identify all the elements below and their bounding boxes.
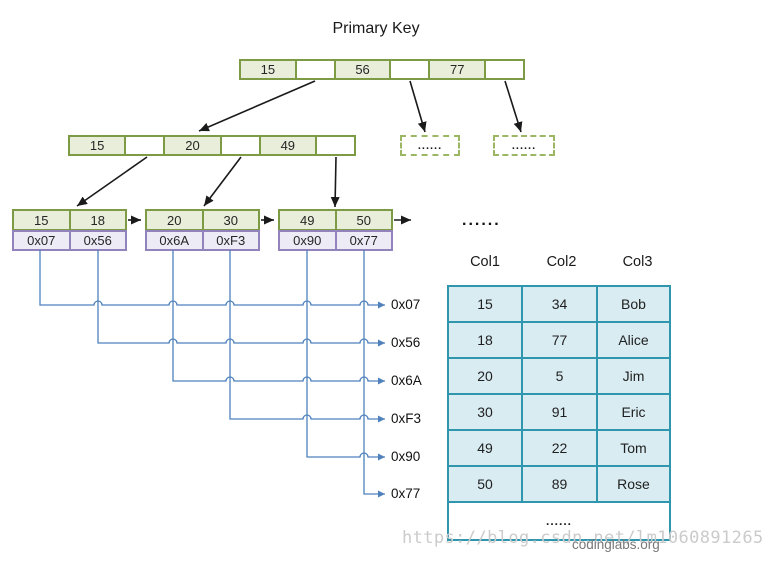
table-cell: 30: [447, 393, 523, 431]
diagram-title: Primary Key: [332, 20, 420, 37]
table-cell: 18: [447, 321, 523, 359]
leaf-key-cell: 50: [336, 211, 391, 229]
table-cell: Tom: [596, 429, 671, 467]
table-row-ellipsis: ......: [447, 501, 671, 541]
record-address-label: 0x56: [391, 335, 421, 350]
pointer-line-0x77: [363, 250, 385, 498]
record-address-label: 0x90: [391, 449, 421, 464]
leaf-key-cell: 49: [280, 211, 337, 229]
table-cell: 34: [521, 285, 598, 323]
root-node: 15 56 77: [239, 59, 525, 80]
dashed-node-ellipsis: ......: [400, 135, 460, 156]
leaf-node-3: 49 50 0x90 0x77: [278, 209, 393, 251]
table-cell: 89: [521, 465, 598, 503]
leaf-node-1: 15 18 0x07 0x56: [12, 209, 127, 251]
pointer-line-0x07: [39, 250, 385, 309]
arrow-root-to-level2: [198, 80, 316, 132]
dashed-node-ellipsis: ......: [493, 135, 555, 156]
pointer-line-0xF3: [229, 250, 385, 423]
table-cell: Alice: [596, 321, 671, 359]
table-row: 15 34 Bob: [447, 285, 671, 323]
leaf-key-cell: 15: [14, 211, 71, 229]
arrow-level2-to-leaf1: [76, 156, 148, 207]
table-cell: 77: [521, 321, 598, 359]
leaf-pointer-cell: 0x07: [14, 232, 71, 249]
table-cell: 20: [447, 357, 523, 395]
table-row: 18 77 Alice: [447, 321, 671, 359]
internal-pointer-cell: [126, 137, 166, 154]
record-address-label: 0xF3: [391, 411, 422, 426]
csdn-watermark: https://blog.csdn.net/lm1060891265: [402, 528, 764, 548]
root-pointer-cell: [296, 61, 336, 78]
pointer-line-0x90: [306, 250, 385, 461]
table-row: 50 89 Rose: [447, 465, 671, 503]
internal-node: 15 20 49: [68, 135, 356, 156]
root-key-cell: 15: [241, 61, 297, 78]
arrow-level2-to-leaf3: [330, 156, 340, 208]
record-address-label: 0x77: [391, 486, 421, 501]
table-cell: Bob: [596, 285, 671, 323]
leaf-key-cell: 18: [70, 211, 125, 229]
arrow-level2-to-leaf2: [203, 156, 242, 207]
internal-key-cell: 49: [260, 137, 317, 154]
leaf-pointer-cell: 0x6A: [147, 232, 204, 249]
table-cell: 49: [447, 429, 523, 467]
table-row: 30 91 Eric: [447, 393, 671, 431]
arrow-root-to-dashed2: [504, 80, 523, 133]
leaf-pointer-cell: 0x90: [280, 232, 337, 249]
internal-key-cell: 20: [165, 137, 222, 154]
column-header: Col2: [546, 254, 577, 270]
table-cell: 15: [447, 285, 523, 323]
table-cell: 22: [521, 429, 598, 467]
data-table: 15 34 Bob 18 77 Alice 20 5 Jim 30 91 Eri…: [447, 285, 671, 541]
table-header-row: Col1 Col2 Col3: [447, 254, 675, 270]
leaf-key-cell: 30: [203, 211, 258, 229]
table-row: 49 22 Tom: [447, 429, 671, 467]
leaf-node-2: 20 30 0x6A 0xF3: [145, 209, 260, 251]
table-cell: 91: [521, 393, 598, 431]
root-pointer-cell: [486, 61, 523, 78]
leaf-level-ellipsis: ......: [462, 212, 501, 229]
pointer-line-0x6A: [172, 250, 385, 385]
codinglabs-watermark: codinglabs.org: [572, 537, 660, 552]
table-cell: 50: [447, 465, 523, 503]
table-cell: Jim: [596, 357, 671, 395]
internal-pointer-cell: [221, 137, 261, 154]
root-pointer-cell: [391, 61, 431, 78]
table-cell-ellipsis: ......: [447, 501, 671, 541]
internal-pointer-cell: [316, 137, 355, 154]
arrow-root-to-dashed1: [409, 80, 427, 133]
record-address-label: 0x6A: [391, 373, 422, 388]
leaf-key-cell: 20: [147, 211, 204, 229]
table-cell: Rose: [596, 465, 671, 503]
pointer-line-0x56: [97, 250, 385, 347]
root-key-cell: 56: [335, 61, 392, 78]
table-cell: Eric: [596, 393, 671, 431]
leaf-pointer-cell: 0x56: [70, 232, 125, 249]
root-key-cell: 77: [430, 61, 487, 78]
internal-key-cell: 15: [70, 137, 127, 154]
leaf-pointer-cell: 0xF3: [203, 232, 258, 249]
column-header: Col3: [622, 254, 653, 270]
record-address-label: 0x07: [391, 297, 421, 312]
table-cell: 5: [521, 357, 598, 395]
column-header: Col1: [470, 254, 500, 270]
leaf-pointer-cell: 0x77: [336, 232, 391, 249]
table-row: 20 5 Jim: [447, 357, 671, 395]
